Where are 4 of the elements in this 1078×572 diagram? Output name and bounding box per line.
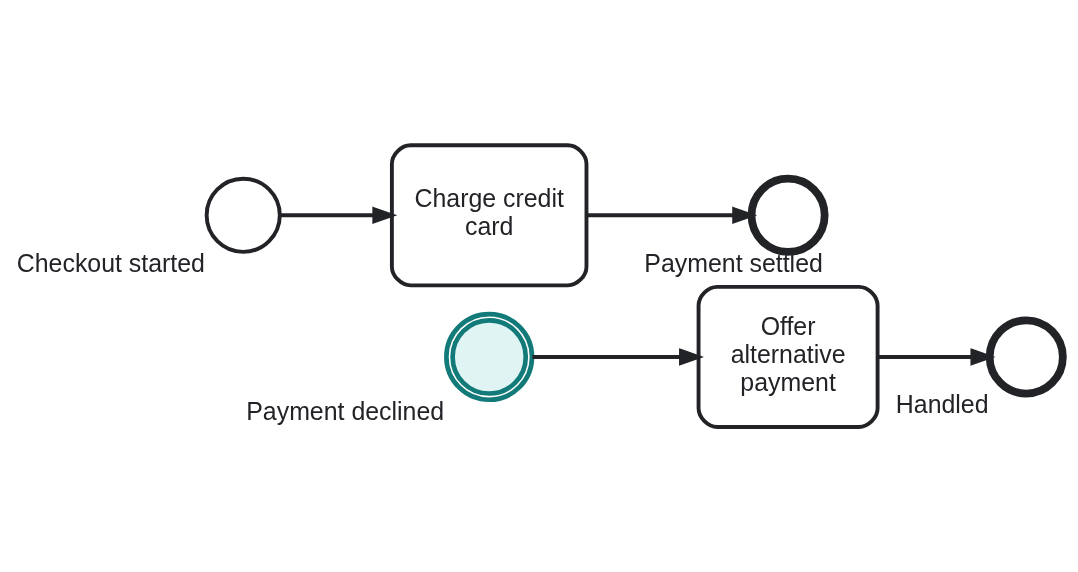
node-label: Payment settled (644, 248, 823, 277)
node-label: Handled (895, 389, 989, 418)
node-label: Payment declined (246, 396, 445, 425)
node-label: Checkout started (16, 248, 205, 277)
